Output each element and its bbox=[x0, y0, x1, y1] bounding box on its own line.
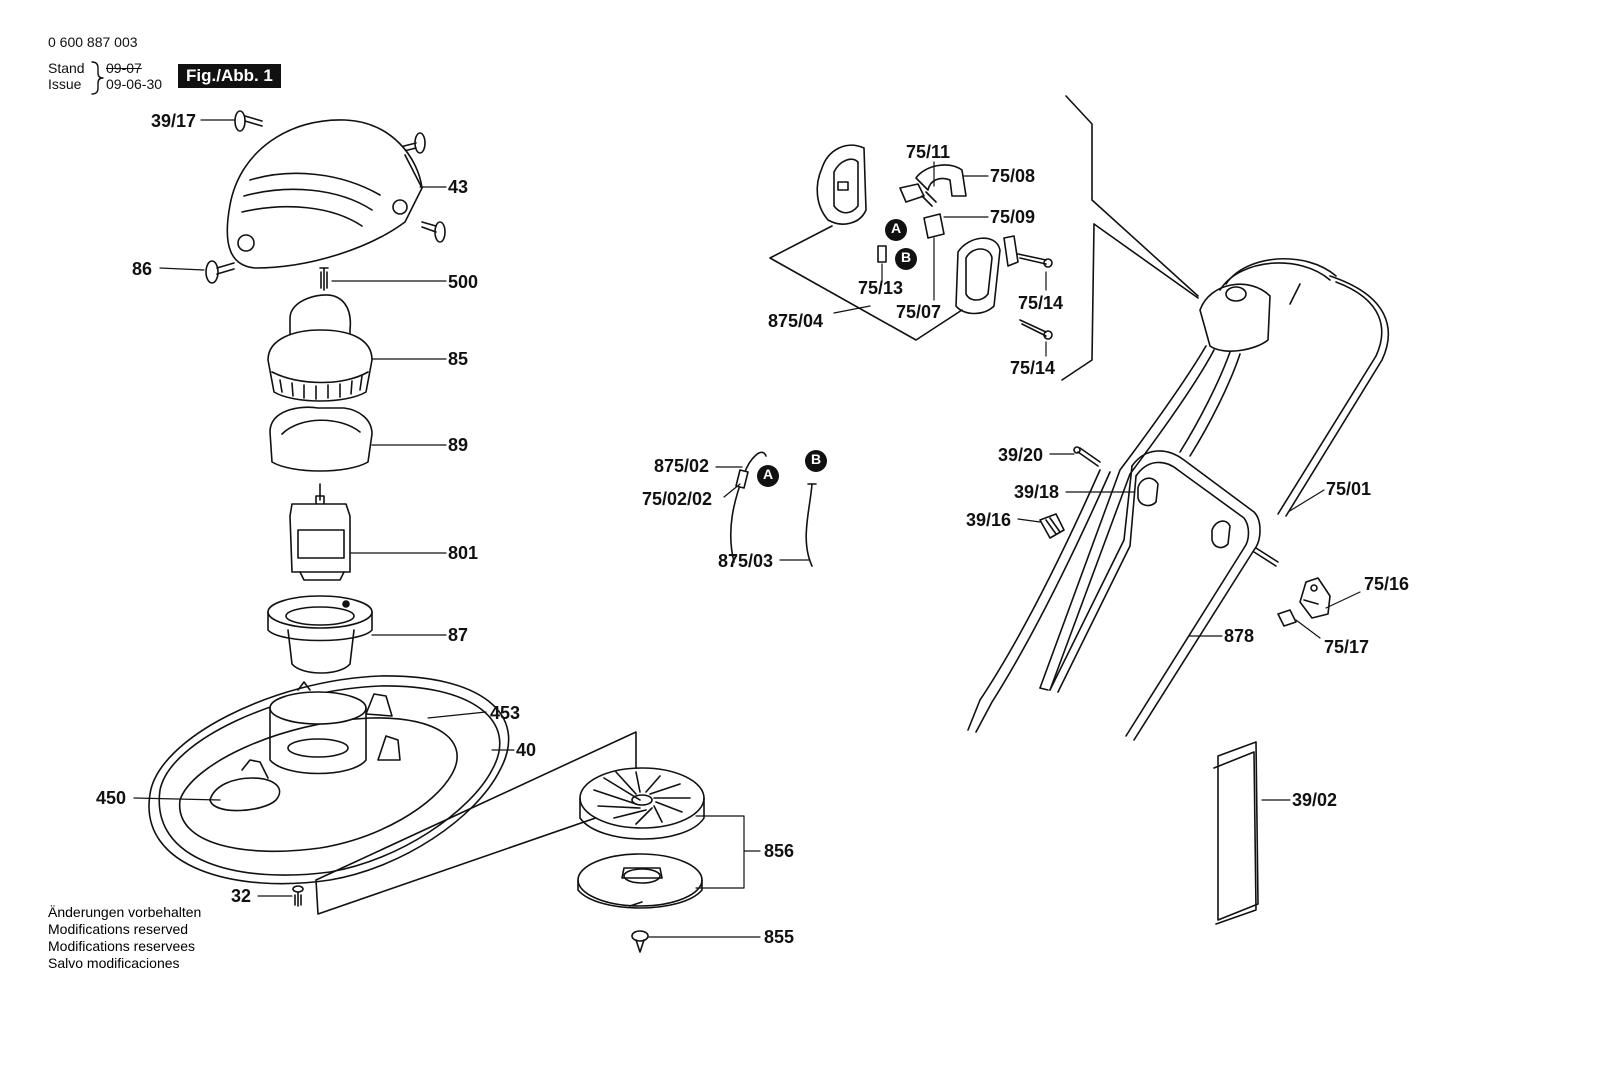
ring-85 bbox=[267, 294, 373, 402]
part-label-39-20: 39/20 bbox=[998, 445, 1044, 465]
switch-875-04 bbox=[769, 144, 1053, 341]
part-label-39-18: 39/18 bbox=[1014, 482, 1060, 502]
handle-878 bbox=[1049, 450, 1261, 741]
part-label-75-01: 75/01 bbox=[1326, 479, 1372, 499]
part-label-75-17: 75/17 bbox=[1324, 637, 1370, 657]
clip-75-16 bbox=[1299, 577, 1331, 619]
screw-32 bbox=[292, 885, 304, 907]
part-label-39-02: 39/02 bbox=[1292, 790, 1338, 810]
disclaimer-fr: Modifications reservees bbox=[48, 938, 196, 954]
marker-b-switch: B bbox=[900, 249, 912, 265]
bracket-89 bbox=[269, 406, 373, 472]
deck-40 bbox=[148, 675, 510, 885]
stand-label: Stand bbox=[48, 60, 85, 76]
part-label-75-02-02: 75/02/02 bbox=[642, 489, 713, 509]
marker-a-cable: A bbox=[762, 466, 774, 482]
housing-87 bbox=[267, 595, 373, 674]
part-label-801: 801 bbox=[448, 543, 479, 563]
part-label-75-09: 75/09 bbox=[990, 207, 1036, 227]
knob-39-16 bbox=[1039, 513, 1065, 539]
part-label-875-02: 875/02 bbox=[654, 456, 710, 476]
screw-39-20 bbox=[1073, 446, 1101, 467]
part-label-32: 32 bbox=[231, 886, 252, 906]
disclaimer-de: Änderungen vorbehalten bbox=[48, 904, 202, 920]
part-label-87: 87 bbox=[448, 625, 469, 645]
document-number: 0 600 887 003 bbox=[48, 34, 138, 50]
issue-date: 09-06-30 bbox=[106, 76, 163, 92]
figure-label: Fig./Abb. 1 bbox=[178, 64, 281, 88]
cable-875-02 bbox=[729, 451, 767, 563]
disclaimer: Änderungen vorbehalten Modifications res… bbox=[48, 904, 201, 972]
cover-43 bbox=[226, 119, 423, 269]
part-label-875-04: 875/04 bbox=[768, 311, 824, 331]
part-label-453: 453 bbox=[490, 703, 521, 723]
part-label-75-11: 75/11 bbox=[906, 142, 951, 162]
part-label-85: 85 bbox=[448, 349, 469, 369]
part-label-39-16: 39/16 bbox=[966, 510, 1012, 530]
marker-a-switch: A bbox=[890, 220, 902, 236]
screw-right bbox=[1253, 547, 1279, 567]
screw-855 bbox=[631, 930, 649, 953]
part-label-500: 500 bbox=[448, 272, 479, 292]
motor-801 bbox=[289, 483, 351, 581]
part-label-75-08: 75/08 bbox=[990, 166, 1036, 186]
disclaimer-es: Salvo modificaciones bbox=[48, 955, 180, 971]
part-label-855: 855 bbox=[764, 927, 795, 947]
part-label-75-13: 75/13 bbox=[858, 278, 904, 298]
disclaimer-en: Modifications reserved bbox=[48, 921, 189, 937]
screw-39-17 bbox=[205, 110, 446, 284]
part-label-75-07: 75/07 bbox=[896, 302, 942, 322]
issue-label: Issue bbox=[48, 76, 82, 92]
cable-875-03 bbox=[805, 483, 817, 567]
part-label-40: 40 bbox=[516, 740, 537, 760]
screw-500 bbox=[319, 267, 329, 291]
part-label-89: 89 bbox=[448, 435, 469, 455]
fan-856 bbox=[577, 767, 705, 909]
knob-39-18 bbox=[1137, 477, 1159, 507]
part-label-43: 43 bbox=[448, 177, 469, 197]
nut-75-17 bbox=[1277, 609, 1297, 627]
manual-39-02 bbox=[1213, 741, 1259, 925]
part-label-878: 878 bbox=[1224, 626, 1255, 646]
part-label-39-17: 39/17 bbox=[151, 111, 197, 131]
part-label-86: 86 bbox=[132, 259, 153, 279]
handle-75-01 bbox=[967, 95, 1390, 733]
part-label-450: 450 bbox=[96, 788, 127, 808]
part-label-875-03: 875/03 bbox=[718, 551, 774, 571]
part-label-856: 856 bbox=[764, 841, 795, 861]
part-label-75-14-upper: 75/14 bbox=[1018, 293, 1064, 313]
part-label-75-16: 75/16 bbox=[1364, 574, 1410, 594]
marker-b-cable: B bbox=[810, 451, 822, 467]
stand-date: 09-07 bbox=[106, 60, 142, 76]
part-label-75-14-lower: 75/14 bbox=[1010, 358, 1056, 378]
